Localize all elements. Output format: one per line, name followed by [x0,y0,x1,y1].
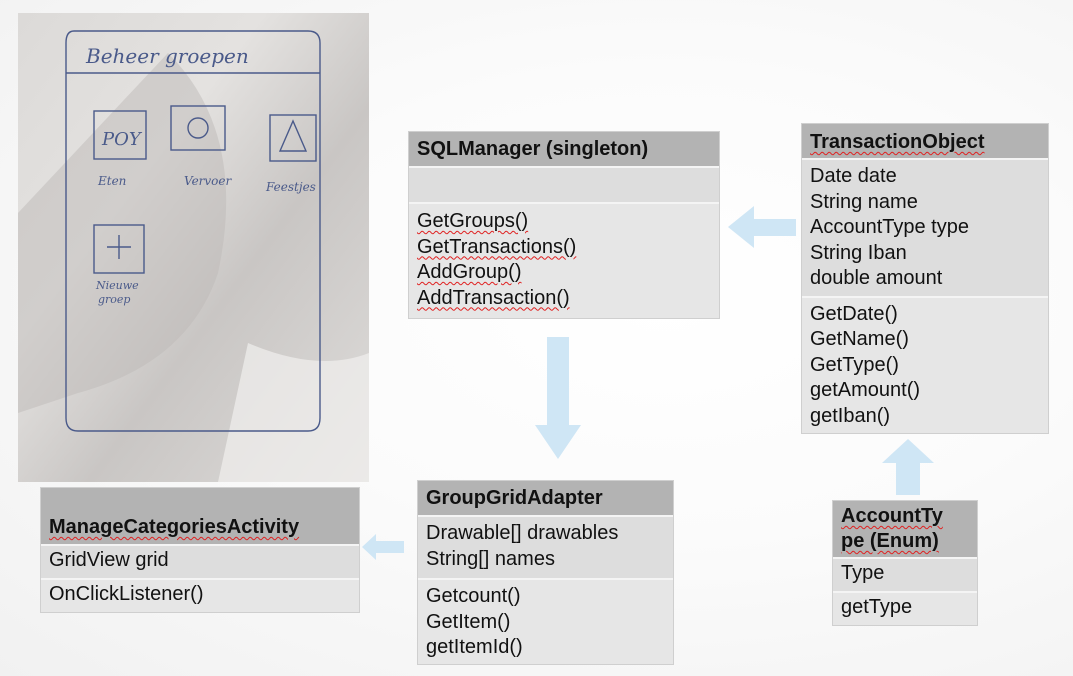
arrow-down-icon [535,337,581,459]
method: getType [841,596,913,618]
attributes-section: Drawable[] drawables String[] names [418,515,673,578]
class-transaction-object: TransactionObject Date date String name … [801,123,1049,434]
method: GetTransactions() [417,235,577,258]
attribute: double amount [810,267,943,289]
method: GetItem() [426,610,511,633]
class-title: ManageCategoriesActivity [41,488,359,544]
sketch-photo: Beheer groepen POY Eten Vervoer Feestjes… [18,13,369,482]
sketch-title: Beheer groepen [85,44,249,68]
class-title: GroupGridAdapter [418,481,673,515]
arrow-left-icon [728,206,796,248]
class-title: SQLManager (singleton) [409,132,719,166]
methods-section: getType [833,591,977,625]
attribute: GridView grid [49,549,169,571]
attributes-section: Date date String name AccountType type S… [802,158,1048,296]
sketch-item-feestjes: Feestjes [265,180,316,194]
method: GetType() [810,353,899,376]
arrow-left-small-icon [362,534,404,560]
method: AddTransaction() [417,286,570,309]
methods-section: Getcount() GetItem() getItemId() [418,578,673,664]
method: getAmount() [810,379,921,401]
sketch-item-vervoer: Vervoer [184,174,233,188]
attribute: Drawable[] drawables [426,522,619,544]
class-title: AccountTy pe (Enum) [833,501,977,557]
class-sql-manager: SQLManager (singleton) GetGroups() GetTr… [408,131,720,319]
method: GetGroups() [417,210,529,232]
class-title-line-1: AccountTy [841,505,943,527]
method: GetDate() [810,302,898,325]
attributes-section [409,166,719,202]
method: AddGroup() [417,261,522,283]
methods-section: OnClickListener() [41,578,359,612]
attributes-section: GridView grid [41,544,359,578]
arrow-up-icon [882,439,934,495]
class-account-type: AccountTy pe (Enum) Type getType [832,500,978,626]
method: Getcount() [426,585,521,607]
class-title-text: ManageCategoriesActivity [49,516,300,538]
methods-section: GetGroups() GetTransactions() AddGroup()… [409,202,719,318]
method: GetName() [810,328,909,350]
attribute: Type [841,562,885,584]
attribute: AccountType type [810,216,969,238]
class-manage-categories-activity: ManageCategoriesActivity GridView grid O… [40,487,360,613]
class-title-line-2: pe (Enum) [841,530,939,552]
method: OnClickListener() [49,583,204,605]
sketch-new-item-1: Nieuwe [95,279,139,292]
class-title: TransactionObject [802,124,1048,158]
attribute: String name [810,190,918,213]
method: getItemId() [426,636,523,658]
sketch-item-eten: Eten [97,174,126,188]
class-title-text: TransactionObject [810,131,985,153]
attribute: String Iban [810,241,907,264]
svg-text:POY: POY [101,129,143,150]
attribute: String[] names [426,547,555,570]
method: getIban() [810,404,891,427]
methods-section: GetDate() GetName() GetType() getAmount(… [802,295,1048,433]
attribute: Date date [810,165,897,187]
attributes-section: Type [833,557,977,591]
sketch-new-item-2: groep [98,293,130,306]
class-group-grid-adapter: GroupGridAdapter Drawable[] drawables St… [417,480,674,665]
